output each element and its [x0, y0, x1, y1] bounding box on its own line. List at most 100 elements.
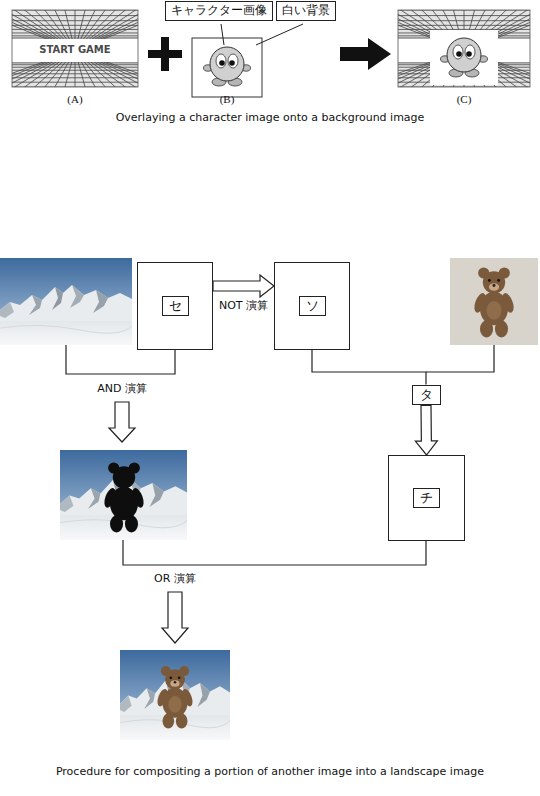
grid-line [398, 20, 530, 21]
grid-line [75, 10, 138, 39]
bear [472, 267, 516, 337]
mask-image: ソ [274, 262, 350, 350]
grid-line [12, 35, 138, 36]
node-text: 白い背景 [282, 3, 330, 19]
grid-line [12, 32, 138, 33]
grid-line [75, 62, 128, 87]
grid-line [54, 10, 75, 39]
connector-line [312, 350, 426, 385]
grid-line [75, 62, 86, 87]
operation-label: AND 演算 [97, 382, 147, 396]
screen-text: START GAME [39, 44, 110, 57]
grid-line [64, 10, 75, 39]
grid-line [12, 10, 75, 39]
bear [155, 666, 194, 729]
masked-landscape [60, 450, 187, 540]
character [441, 38, 488, 77]
grid-line [12, 62, 75, 87]
grid-line [12, 29, 138, 30]
bear-silhouette [102, 462, 146, 532]
grid-line [54, 62, 75, 87]
grid-line [75, 62, 96, 87]
grid-line [12, 62, 75, 87]
grid-line [12, 82, 138, 83]
join-line [123, 540, 426, 565]
grid-line [75, 62, 138, 87]
panel-letter: (A) [67, 93, 82, 107]
grid-line [12, 15, 138, 16]
grid-line [12, 10, 75, 39]
mask-image: セ [137, 262, 213, 350]
caption: Procedure for compositing a portion of a… [56, 765, 484, 779]
composited-image [353, 8, 540, 89]
grid-line [43, 62, 75, 87]
callout-box: キャラクター画像 [165, 1, 273, 21]
leader-line [256, 24, 303, 45]
grid-line [12, 67, 138, 68]
block-arrow [415, 405, 437, 455]
character [204, 47, 251, 86]
grid-line [75, 62, 138, 87]
grid-line [12, 62, 75, 87]
perspective-grid [12, 10, 138, 39]
game-background [0, 8, 181, 89]
grid-line [12, 62, 75, 87]
join-line [426, 345, 494, 372]
grid-line [12, 62, 138, 63]
grid-line [75, 10, 86, 39]
node-text: セ [162, 296, 189, 317]
image-frame [398, 10, 530, 87]
node-text: ソ [299, 296, 326, 317]
panel-letter: (C) [457, 93, 472, 107]
grid-line [43, 10, 75, 39]
grid-line [33, 62, 75, 87]
leader-line [221, 24, 224, 45]
grid-line [75, 62, 76, 87]
panel-letter: (B) [220, 93, 235, 107]
white-background [430, 30, 498, 85]
block-arrow [213, 275, 274, 297]
operation-label: OR 演算 [154, 572, 196, 586]
grid-line [398, 25, 530, 26]
grid-line [12, 70, 138, 71]
grid-line [398, 15, 530, 16]
grid-line [12, 62, 75, 87]
grid-line [398, 29, 530, 30]
grid-line [75, 10, 138, 39]
node-text: キャラクター画像 [171, 3, 267, 19]
grid-line [12, 10, 75, 39]
caption: Overlaying a character image onto a back… [116, 111, 425, 125]
grid-line [12, 10, 75, 39]
grid-line [75, 10, 138, 39]
flow-arrow [162, 592, 188, 643]
grid-line [75, 62, 138, 87]
grid-line [12, 37, 138, 38]
grid-line [75, 10, 96, 39]
mask-image: チ [388, 455, 465, 541]
flow-arrow [109, 402, 135, 442]
image-frame [12, 10, 138, 87]
bear-photo [450, 258, 538, 345]
grid-line [12, 20, 138, 21]
operation-label: NOT 演算 [218, 299, 269, 313]
character-image [192, 38, 262, 97]
grid-line [12, 73, 138, 74]
node-text: チ [413, 488, 440, 509]
grid-line [12, 64, 138, 65]
callout-box: 白い背景 [276, 1, 336, 21]
grid-line [12, 10, 75, 39]
grid-line [12, 77, 138, 78]
final-composite [120, 650, 230, 740]
grid-line [33, 10, 75, 39]
result-arrow [340, 38, 391, 70]
plus-sign [161, 37, 169, 71]
landscape-photo [0, 258, 132, 345]
grid-line [22, 62, 75, 87]
grid-line [22, 10, 75, 39]
grid-line [75, 10, 76, 39]
node-text: タ [420, 387, 433, 404]
grid-line [12, 25, 138, 26]
perspective-grid [12, 62, 138, 87]
